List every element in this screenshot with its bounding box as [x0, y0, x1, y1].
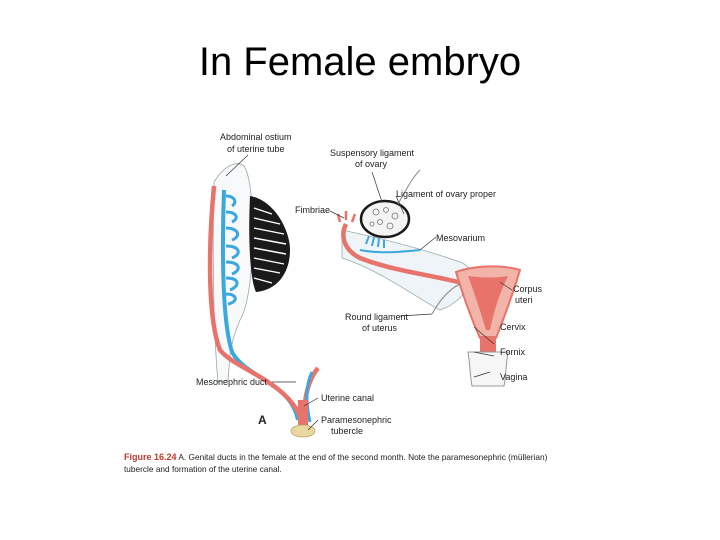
- label-vagina: Vagina: [500, 372, 527, 382]
- ovary: [359, 199, 411, 239]
- caption-line-2: tubercle and formation of the uterine ca…: [124, 463, 282, 474]
- label-suspensory-ligament: of ovary: [355, 159, 388, 169]
- figure-caption: Figure 16.24 A. Genital ducts in the fem…: [124, 452, 604, 475]
- caption-line-1: Figure 16.24 A. Genital ducts in the fem…: [124, 452, 604, 464]
- suspensory-ligament: [397, 169, 421, 205]
- label-round-ligament: Round ligament: [345, 312, 409, 322]
- mesonephric-tubules: [225, 194, 240, 306]
- label-paramesonephric-tubercle: tubercle: [331, 426, 363, 436]
- label-fimbriae: Fimbriae: [295, 205, 330, 215]
- leader-lines: [225, 154, 513, 431]
- label-corpus-uteri: Corpus: [513, 284, 543, 294]
- uterine-cavity: [468, 276, 508, 330]
- figure-number: Figure 16.24: [124, 452, 177, 462]
- label-round-ligament: of uterus: [362, 323, 398, 333]
- caption-text-1: A. Genital ducts in the female at the en…: [178, 452, 548, 462]
- label-abdominal-ostium: of uterine tube: [227, 144, 285, 154]
- uterine-canal: [298, 400, 308, 426]
- paramesonephric-tubercle: [290, 424, 316, 438]
- vagina-shape: [467, 351, 509, 387]
- epoophoron: [359, 235, 421, 254]
- label-abdominal-ostium: Abdominal ostium: [220, 132, 292, 142]
- mesonephric-duct-right: [305, 371, 314, 423]
- round-ligament: [431, 283, 461, 315]
- label-uterine-canal: Uterine canal: [321, 393, 374, 403]
- label-ligament-ovary-proper: Ligament of ovary proper: [396, 189, 496, 199]
- label-corpus-uteri: uteri: [515, 295, 533, 305]
- label-mesovarium: Mesovarium: [436, 233, 485, 243]
- paramesonephric-duct-left: [207, 185, 305, 421]
- cervix-shape: [480, 336, 496, 354]
- label-paramesonephric-tubercle: Paramesonephric: [321, 415, 392, 425]
- slide-title: In Female embryo: [198, 40, 522, 84]
- panel-letter: A: [258, 413, 267, 427]
- label-mesonephric-duct: Mesonephric duct: [196, 377, 268, 387]
- gonad: [249, 196, 290, 292]
- label-cervix: Cervix: [500, 322, 526, 332]
- label-suspensory-ligament: Suspensory ligament: [330, 148, 415, 158]
- label-fornix: Fornix: [500, 347, 526, 357]
